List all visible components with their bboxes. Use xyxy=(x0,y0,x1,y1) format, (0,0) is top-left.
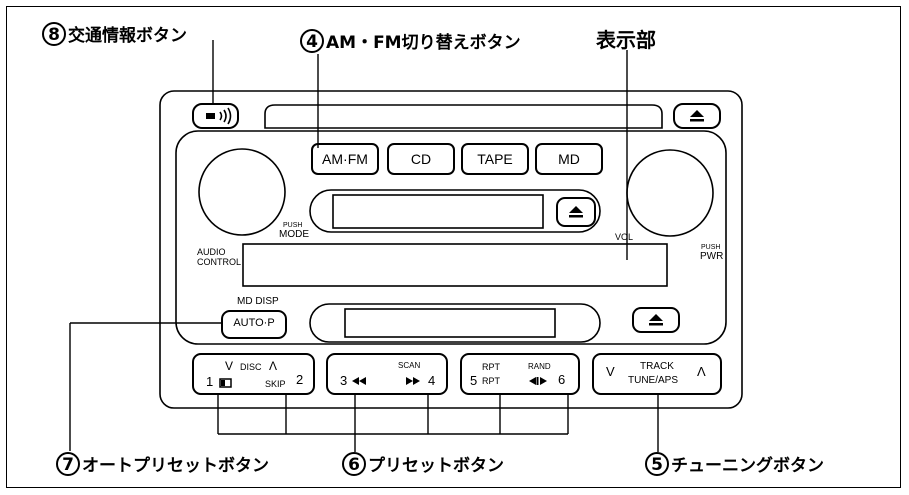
callout-number: 4 xyxy=(300,28,324,53)
cd-slot xyxy=(264,104,663,129)
rpt-top-label: RPT xyxy=(482,362,500,372)
callout-auto-preset: 7 オートプリセットボタン xyxy=(56,451,269,476)
eject-icon xyxy=(649,314,663,326)
vol-label: VOL xyxy=(615,232,634,242)
audio-label: AUDIO xyxy=(197,247,226,257)
tape-window xyxy=(332,194,544,229)
md-button[interactable] xyxy=(535,143,603,175)
random-icon xyxy=(529,377,547,385)
tuning-button[interactable] xyxy=(592,353,722,395)
md-disp-label: MD DISP xyxy=(237,296,279,307)
tape-button[interactable] xyxy=(461,143,529,175)
preset-4-label: 4 xyxy=(428,373,436,388)
figure-frame xyxy=(6,6,901,488)
eject-icon xyxy=(569,206,583,218)
callout-text: プリセットボタン xyxy=(368,456,504,476)
skip-label: SKIP xyxy=(265,379,286,389)
disc-down-icon: V xyxy=(225,359,234,373)
leader-autop xyxy=(69,322,222,451)
tune-down-icon: V xyxy=(606,364,615,379)
power-volume-knob xyxy=(626,149,714,237)
radio-outer-panel xyxy=(159,90,743,409)
push-mode-small-label: PUSH xyxy=(283,222,303,229)
track-label: TRACK xyxy=(640,361,674,372)
callout-traffic-info: 8 交通情報ボタン xyxy=(42,21,187,46)
preset-button-1-2[interactable] xyxy=(192,353,315,395)
callout-display: 表示部 xyxy=(596,24,656,53)
eject-icon xyxy=(690,110,704,122)
disc-label: DISC xyxy=(240,362,262,372)
traffic-icon xyxy=(206,107,232,125)
tune-up-icon: Λ xyxy=(697,364,706,379)
callout-text: チューニングボタン xyxy=(671,456,824,476)
push-pwr-small-label: PUSH xyxy=(701,244,721,251)
callout-number: 8 xyxy=(42,21,66,46)
amfm-button-label: AM·FM xyxy=(322,151,368,167)
md-window xyxy=(344,308,556,338)
preset-2-label: 2 xyxy=(296,372,304,387)
disc-icon xyxy=(219,378,232,388)
leader-preset xyxy=(217,394,569,452)
auto-p-label: AUTO·P xyxy=(233,317,275,329)
preset-1-label: 1 xyxy=(206,374,214,389)
callout-text: 交通情報ボタン xyxy=(68,26,187,46)
fast-forward-icon xyxy=(406,377,420,385)
preset-button-3-4[interactable] xyxy=(326,353,448,395)
traffic-info-button[interactable] xyxy=(192,103,239,129)
callout-preset: 6 プリセットボタン xyxy=(342,451,504,476)
radio-inner-panel xyxy=(175,130,727,345)
scan-label: SCAN xyxy=(398,361,421,370)
auto-p-button[interactable] xyxy=(221,310,287,339)
cd-button[interactable] xyxy=(387,143,455,175)
disc-up-icon: Λ xyxy=(269,359,278,373)
callout-number: 6 xyxy=(342,451,366,476)
rpt-bottom-label: RPT xyxy=(482,376,500,386)
display-panel xyxy=(242,243,668,287)
preset-5-label: 5 xyxy=(470,373,478,388)
cd-button-label: CD xyxy=(410,151,432,167)
callout-tuning: 5 チューニングボタン xyxy=(645,451,824,476)
preset-6-label: 6 xyxy=(558,372,566,387)
callout-text: 表示部 xyxy=(596,28,656,52)
md-slot-housing xyxy=(309,303,601,343)
tune-aps-label: TUNE/APS xyxy=(628,375,679,386)
callout-text: オートプリセットボタン xyxy=(82,456,269,476)
control-label: CONTROL xyxy=(197,257,242,267)
callout-number: 7 xyxy=(56,451,80,476)
rewind-icon xyxy=(352,377,366,385)
eject-button-tape[interactable] xyxy=(556,197,596,227)
tape-slot-housing xyxy=(309,189,601,233)
eject-button-top[interactable] xyxy=(673,103,721,129)
audio-control-knob xyxy=(198,148,286,236)
amfm-button[interactable] xyxy=(311,143,379,175)
callout-amfm: 4 AM・FM切り替えボタン xyxy=(300,28,521,53)
eject-button-md[interactable] xyxy=(632,307,680,333)
preset-3-label: 3 xyxy=(340,373,348,388)
pwr-label: PWR xyxy=(700,251,724,262)
mode-label: MODE xyxy=(279,229,309,240)
callout-text: AM・FM切り替えボタン xyxy=(326,33,521,53)
md-button-label: MD xyxy=(558,151,580,167)
preset-button-5-6[interactable] xyxy=(460,353,580,395)
rand-label: RAND xyxy=(528,362,551,371)
tape-button-label: TAPE xyxy=(477,151,513,167)
callout-number: 5 xyxy=(645,451,669,476)
